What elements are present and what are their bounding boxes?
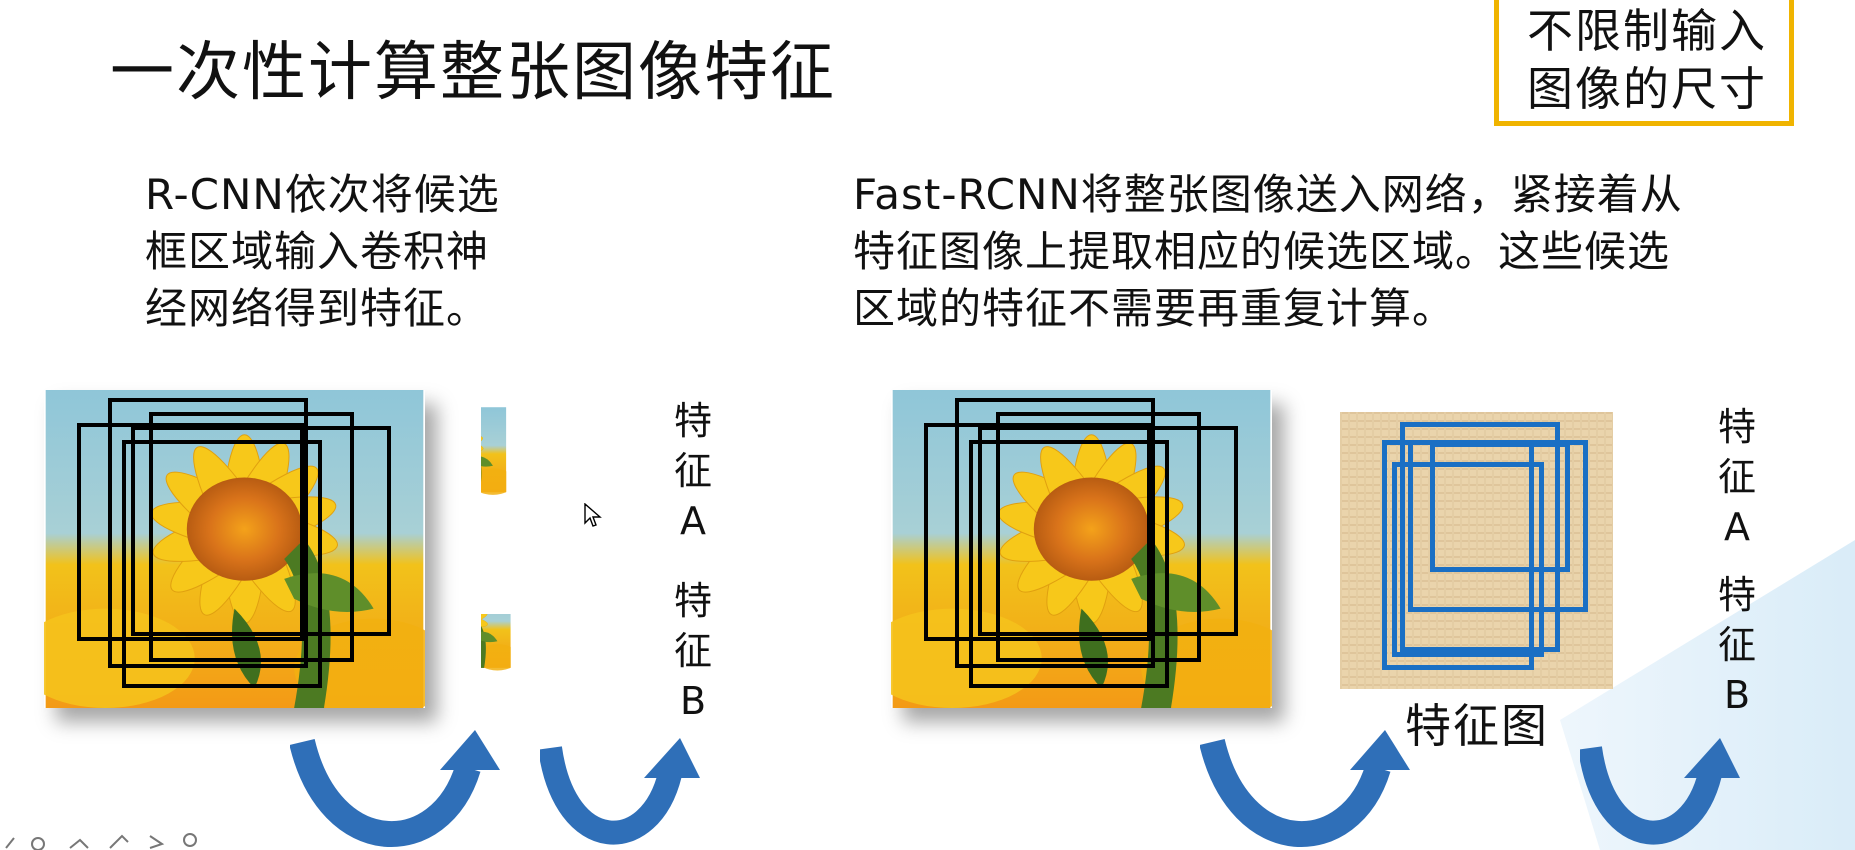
crop-thumbnail-b bbox=[481, 614, 582, 708]
feature-a-label-right: 特 征 A bbox=[1717, 405, 1756, 549]
feature-b-label-left: 特 征 B bbox=[673, 579, 712, 723]
rcnn-line-3: 经网络得到特征。 bbox=[145, 284, 490, 333]
fast-rcnn-line-3: 区域的特征不需要再重复计算。 bbox=[853, 284, 1456, 333]
proposal-box bbox=[996, 412, 1201, 662]
mouse-cursor-icon bbox=[584, 503, 602, 527]
note-line-1: 不限制输入 bbox=[1527, 4, 1767, 58]
feature-region-box bbox=[1400, 422, 1560, 652]
sunflower-crop bbox=[481, 614, 582, 708]
sunflower-image-left bbox=[44, 390, 425, 708]
proposal-box bbox=[955, 398, 1155, 668]
crop-thumbnail-a bbox=[481, 400, 582, 550]
feature-b-label-right: 特 征 B bbox=[1717, 573, 1756, 717]
curved-arrow-icon bbox=[290, 730, 500, 848]
feature-region-box bbox=[1392, 462, 1544, 657]
sunflower-crop bbox=[481, 400, 582, 550]
feature-a-label-left: 特 征 A bbox=[673, 399, 712, 543]
proposal-box bbox=[77, 423, 304, 641]
sunflower-image-right bbox=[891, 390, 1272, 708]
presenter-toolbar[interactable] bbox=[0, 828, 210, 850]
proposal-box bbox=[924, 423, 1151, 641]
proposal-box bbox=[969, 440, 1169, 688]
highlighter-icon bbox=[109, 834, 129, 849]
proposal-box bbox=[149, 412, 354, 662]
rcnn-line-1: R-CNN依次将候选 bbox=[145, 170, 500, 219]
pointer-icon bbox=[149, 835, 165, 849]
curved-arrow-icon bbox=[540, 738, 700, 845]
rcnn-description: R-CNN依次将候选 框区域输入卷积神 经网络得到特征。 bbox=[145, 166, 500, 337]
curved-arrow-icon bbox=[1200, 730, 1410, 848]
feature-region-box bbox=[1430, 442, 1570, 572]
fast-rcnn-description: Fast-RCNN将整张图像送入网络，紧接着从 特征图像上提取相应的候选区域。这… bbox=[853, 166, 1683, 337]
feature-map bbox=[1340, 412, 1613, 689]
pen-icon bbox=[31, 837, 45, 850]
zoom-icon bbox=[183, 833, 197, 847]
slide-title: 一次性计算整张图像特征 bbox=[110, 36, 836, 110]
note-box: 不限制输入 图像的尺寸 bbox=[1494, 0, 1794, 126]
proposal-box bbox=[122, 440, 322, 688]
rcnn-line-2: 框区域输入卷积神 bbox=[145, 227, 490, 276]
feature-map-caption: 特征图 bbox=[1405, 699, 1549, 753]
curved-arrow-icon bbox=[1580, 738, 1740, 845]
previous-icon bbox=[5, 837, 15, 849]
proposal-box bbox=[978, 426, 1238, 636]
next-icon bbox=[69, 838, 89, 849]
proposal-box bbox=[108, 398, 308, 668]
proposal-box bbox=[131, 426, 391, 636]
fast-rcnn-line-1: Fast-RCNN将整张图像送入网络，紧接着从 bbox=[853, 170, 1683, 219]
fast-rcnn-line-2: 特征图像上提取相应的候选区域。这些候选 bbox=[853, 227, 1671, 276]
note-line-2: 图像的尺寸 bbox=[1527, 62, 1767, 116]
